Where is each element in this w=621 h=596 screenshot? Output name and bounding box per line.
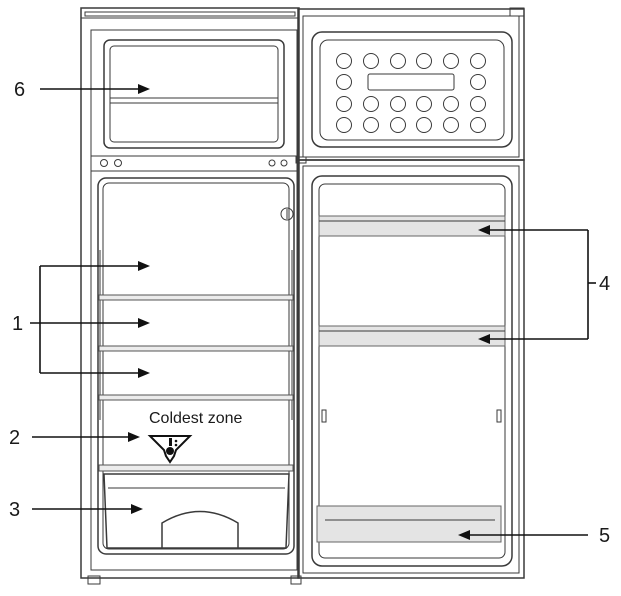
freezer-door xyxy=(297,8,525,161)
label-1: 1 xyxy=(12,313,23,335)
coldest-zone-symbol xyxy=(147,435,193,464)
fridge-compartment xyxy=(97,177,295,555)
label-2: 2 xyxy=(9,427,20,449)
label-5: 5 xyxy=(599,525,610,547)
label-6: 6 xyxy=(14,79,25,101)
callout-4: 4 xyxy=(478,225,610,344)
shelf-2 xyxy=(98,345,294,352)
callout-3: 3 xyxy=(9,499,143,521)
callout-1: 1 xyxy=(12,261,150,378)
fridge-door xyxy=(295,7,525,579)
crisper-drawer xyxy=(103,473,290,549)
coldest-zone-text: Coldest zone xyxy=(149,410,242,427)
label-4: 4 xyxy=(599,273,610,295)
door-rack-bottom xyxy=(316,505,502,543)
control-strip xyxy=(91,155,297,172)
door-rack-upper xyxy=(318,215,506,237)
shelf-1 xyxy=(98,294,294,301)
label-3: 3 xyxy=(9,499,20,521)
fridge-cabinet xyxy=(80,7,302,585)
callout-5: 5 xyxy=(458,525,610,547)
glass-shelves xyxy=(98,294,294,401)
shelf-3 xyxy=(98,394,294,401)
ice-cube-tray xyxy=(336,53,486,133)
crisper-cover-shelf xyxy=(98,464,294,472)
callout-6: 6 xyxy=(14,79,150,101)
freezer-compartment xyxy=(103,39,285,149)
door-rack-middle xyxy=(318,325,506,347)
callout-2: 2 Coldest zone xyxy=(9,410,242,449)
